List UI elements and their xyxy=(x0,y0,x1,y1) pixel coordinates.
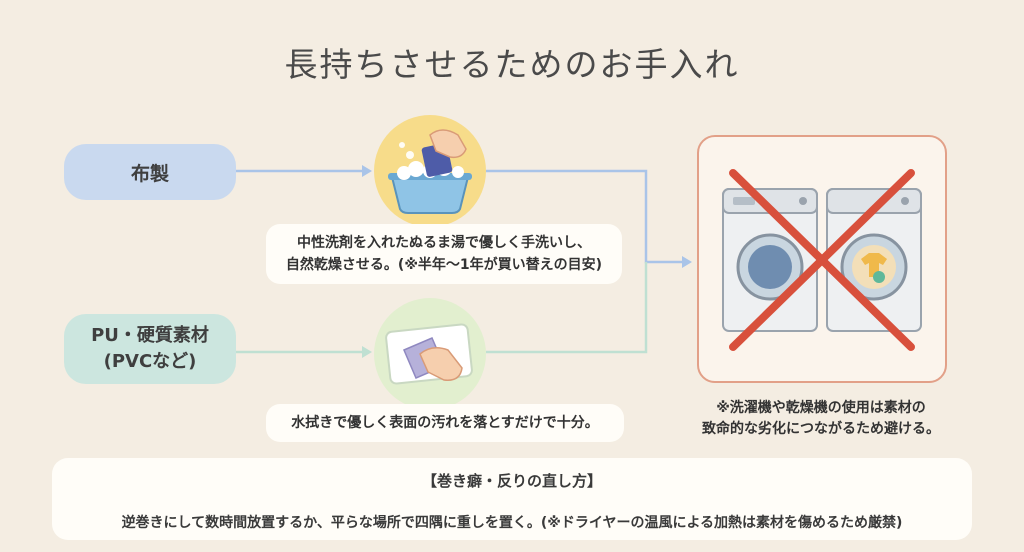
cloth-flow-line xyxy=(236,165,692,268)
basin-icon xyxy=(388,129,472,214)
warning-line1: ※洗濯機や乾燥機の使用は素材の xyxy=(716,400,926,416)
curl-fix-text: 逆巻きにして数時間放置するか、平らな場所で四隅に重しを置く。(※ドライヤーの温風… xyxy=(121,515,903,531)
cloth-care-note: 中性洗剤を入れたぬるま湯で優しく手洗いし、 自然乾燥させる。(※半年〜1年が買い… xyxy=(266,224,622,284)
material-pu-label: PU・硬質素材 (PVCなど) xyxy=(64,314,236,384)
curl-fix-heading: 【巻き癖・反りの直し方】 xyxy=(421,472,602,490)
pu-label-line1: PU・硬質素材 xyxy=(91,325,209,346)
cloth-note-line2: 自然乾燥させる。(※半年〜1年が買い替えの目安) xyxy=(285,257,603,273)
pu-care-note: 水拭きで優しく表面の汚れを落とすだけで十分。 xyxy=(266,404,624,442)
prohibited-machines-panel xyxy=(697,135,947,383)
pu-note-text: 水拭きで優しく表面の汚れを落とすだけで十分。 xyxy=(291,415,599,431)
washer-dryer-prohibited-icon xyxy=(722,169,922,351)
page-title: 長持ちさせるためのお手入れ xyxy=(284,45,740,84)
warning-line2: 致命的な劣化につながるため避ける。 xyxy=(702,421,940,437)
wiping-hand-icon xyxy=(385,323,473,385)
cloth-note-line1: 中性洗剤を入れたぬるま湯で優しく手洗いし、 xyxy=(297,235,591,251)
pu-flow-line xyxy=(236,262,648,358)
machine-warning-text: ※洗濯機や乾燥機の使用は素材の 致命的な劣化につながるため避ける。 xyxy=(676,398,966,440)
material-cloth-label: 布製 xyxy=(64,144,236,200)
hand-wash-illustration xyxy=(374,115,486,227)
wipe-illustration xyxy=(374,298,486,410)
curl-fix-box: 【巻き癖・反りの直し方】 逆巻きにして数時間放置するか、平らな場所で四隅に重しを… xyxy=(52,458,972,540)
cloth-label-text: 布製 xyxy=(130,162,169,185)
pu-label-line2: (PVCなど) xyxy=(103,351,197,372)
